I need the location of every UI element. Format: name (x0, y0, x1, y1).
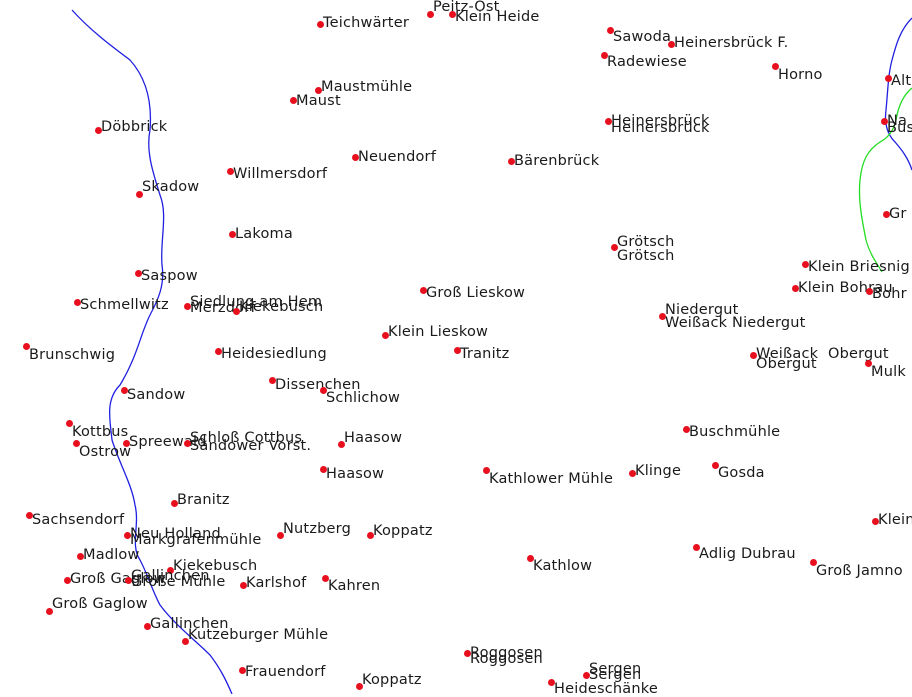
place-dot-icon (864, 359, 872, 367)
place-dot-icon (124, 576, 132, 584)
place-dot-icon (865, 287, 873, 295)
place-dot-icon (606, 26, 614, 34)
place-dot-icon (63, 576, 71, 584)
place-dot-icon (426, 10, 434, 18)
place-dot-icon (355, 682, 363, 690)
place-dot-icon (314, 86, 322, 94)
place-dot-icon (226, 167, 234, 175)
place-dot-icon (682, 425, 690, 433)
place-dot-icon (65, 419, 73, 427)
place-dot-icon (771, 62, 779, 70)
place-dot-icon (884, 74, 892, 82)
place-dot-icon (135, 190, 143, 198)
place-dot-icon (73, 298, 81, 306)
place-dot-icon (882, 210, 890, 218)
place-dot-icon (183, 439, 191, 447)
place-dot-icon (871, 517, 879, 525)
place-dot-icon (463, 649, 471, 657)
place-dot-icon (289, 96, 297, 104)
place-dot-icon (181, 637, 189, 645)
place-dot-icon (582, 671, 590, 679)
place-dot-icon (711, 461, 719, 469)
place-dot-icon (232, 307, 240, 315)
place-dot-icon (610, 243, 618, 251)
place-dot-icon (482, 466, 490, 474)
place-dot-icon (166, 566, 174, 574)
place-dot-icon (238, 666, 246, 674)
place-dot-icon (76, 552, 84, 560)
place-dot-icon (749, 351, 757, 359)
place-dot-icon (381, 331, 389, 339)
place-dot-icon (143, 622, 151, 630)
place-dot-icon (526, 554, 534, 562)
place-dot-icon (268, 376, 276, 384)
place-dot-icon (692, 543, 700, 551)
place-dot-icon (228, 230, 236, 238)
place-dot-icon (507, 157, 515, 165)
place-dot-icon (183, 302, 191, 310)
place-dot-icon (316, 20, 324, 28)
place-dot-icon (658, 312, 666, 320)
place-dot-icon (351, 153, 359, 161)
place-dot-icon (72, 439, 80, 447)
place-dot-icon (321, 574, 329, 582)
place-dot-icon (239, 581, 247, 589)
place-dot-icon (122, 439, 130, 447)
place-dot-icon (604, 117, 612, 125)
place-dot-icon (667, 40, 675, 48)
place-dot-icon (366, 531, 374, 539)
place-dot-icon (123, 531, 131, 539)
place-dot-icon (801, 260, 809, 268)
place-dot-icon (319, 465, 327, 473)
place-dot-icon (880, 117, 888, 125)
place-dot-icon (94, 126, 102, 134)
place-dot-icon (419, 286, 427, 294)
place-dot-icon (134, 269, 142, 277)
place-dot-icon (448, 10, 456, 18)
place-dot-icon (120, 386, 128, 394)
river-east (884, 17, 912, 171)
place-dot-icon (214, 347, 222, 355)
place-dot-icon (276, 531, 284, 539)
place-dot-icon (319, 386, 327, 394)
place-dot-icon (791, 284, 799, 292)
place-dot-icon (809, 558, 817, 566)
place-dot-icon (600, 51, 608, 59)
place-dot-icon (547, 678, 555, 686)
place-dot-icon (453, 346, 461, 354)
place-dot-icon (337, 440, 345, 448)
border-line (858, 87, 912, 273)
place-dot-icon (22, 342, 30, 350)
spree-river (71, 9, 233, 694)
place-dot-icon (628, 469, 636, 477)
place-dot-icon (170, 499, 178, 507)
place-dot-icon (25, 511, 33, 519)
place-dot-icon (45, 607, 53, 615)
